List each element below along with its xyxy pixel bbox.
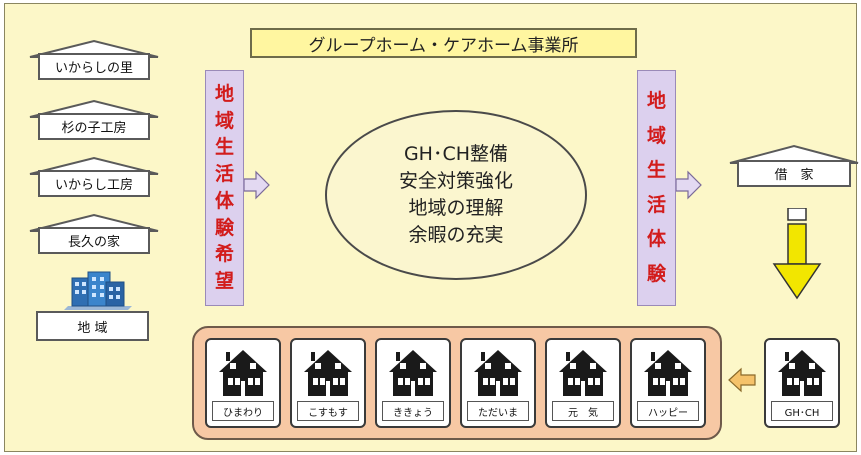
facility-label: 杉の子工房	[38, 113, 150, 140]
home-card: 元 気	[545, 338, 621, 428]
gh-ch-card-box: GH･CH	[764, 338, 840, 428]
right-banner-char: 活	[646, 193, 666, 216]
down-arrow-icon	[772, 208, 822, 300]
buildings-icon	[64, 271, 132, 310]
left-vertical-banner: 地域生活体験希望	[205, 70, 244, 306]
dark-house-icon	[559, 350, 607, 396]
home-name-label: ただいま	[467, 401, 529, 421]
center-ellipse: GH･CH整備 安全対策強化 地域の理解 余暇の充実	[325, 110, 587, 280]
home-name-label: ハッピー	[637, 401, 699, 421]
home-name-label: GH･CH	[771, 401, 833, 421]
right-arrow-icon	[244, 170, 270, 200]
rental-house-label: 借 家	[737, 160, 851, 187]
home-card: ハッピー	[630, 338, 706, 428]
left-banner-char: 験	[214, 216, 234, 239]
right-banner-char: 体	[646, 228, 666, 251]
home-card: こすもす	[290, 338, 366, 428]
dark-house-icon	[389, 350, 437, 396]
left-banner-char: 域	[214, 109, 234, 132]
home-name-label: こすもす	[297, 401, 359, 421]
left-banner-char: 生	[214, 136, 234, 159]
dark-house-icon	[778, 350, 826, 396]
center-line: GH･CH整備	[403, 143, 509, 165]
left-banner-char: 活	[214, 163, 234, 186]
community-label: 地 域	[36, 311, 149, 341]
center-line: 安全対策強化	[398, 170, 513, 192]
right-banner-char: 地	[646, 90, 666, 113]
page-title: グループホーム・ケアホーム事業所	[250, 28, 637, 58]
left-banner-char: 地	[214, 82, 234, 105]
right-vertical-banner: 地域生活体験	[637, 70, 676, 306]
left-banner-char: 望	[214, 270, 234, 293]
home-card: ひまわり	[205, 338, 281, 428]
right-banner-char: 生	[646, 159, 666, 182]
facility-label: いからし工房	[38, 170, 150, 197]
dark-house-icon	[219, 350, 267, 396]
center-line: 余暇の充実	[408, 224, 504, 246]
dark-house-icon	[304, 350, 352, 396]
left-banner-char: 希	[214, 243, 234, 266]
right-banner-char: 域	[646, 124, 666, 147]
home-name-label: ひまわり	[212, 401, 274, 421]
home-name-label: ききょう	[382, 401, 444, 421]
left-arrow-icon	[728, 367, 756, 393]
right-arrow-icon	[676, 170, 702, 200]
dark-house-icon	[474, 350, 522, 396]
right-banner-char: 験	[646, 262, 666, 285]
home-name-label: 元 気	[552, 401, 614, 421]
dark-house-icon	[644, 350, 692, 396]
facility-label: いからしの里	[38, 53, 150, 80]
home-card: ききょう	[375, 338, 451, 428]
home-card: ただいま	[460, 338, 536, 428]
left-banner-char: 体	[214, 189, 234, 212]
facility-label: 長久の家	[38, 227, 150, 254]
center-line: 地域の理解	[408, 197, 504, 219]
